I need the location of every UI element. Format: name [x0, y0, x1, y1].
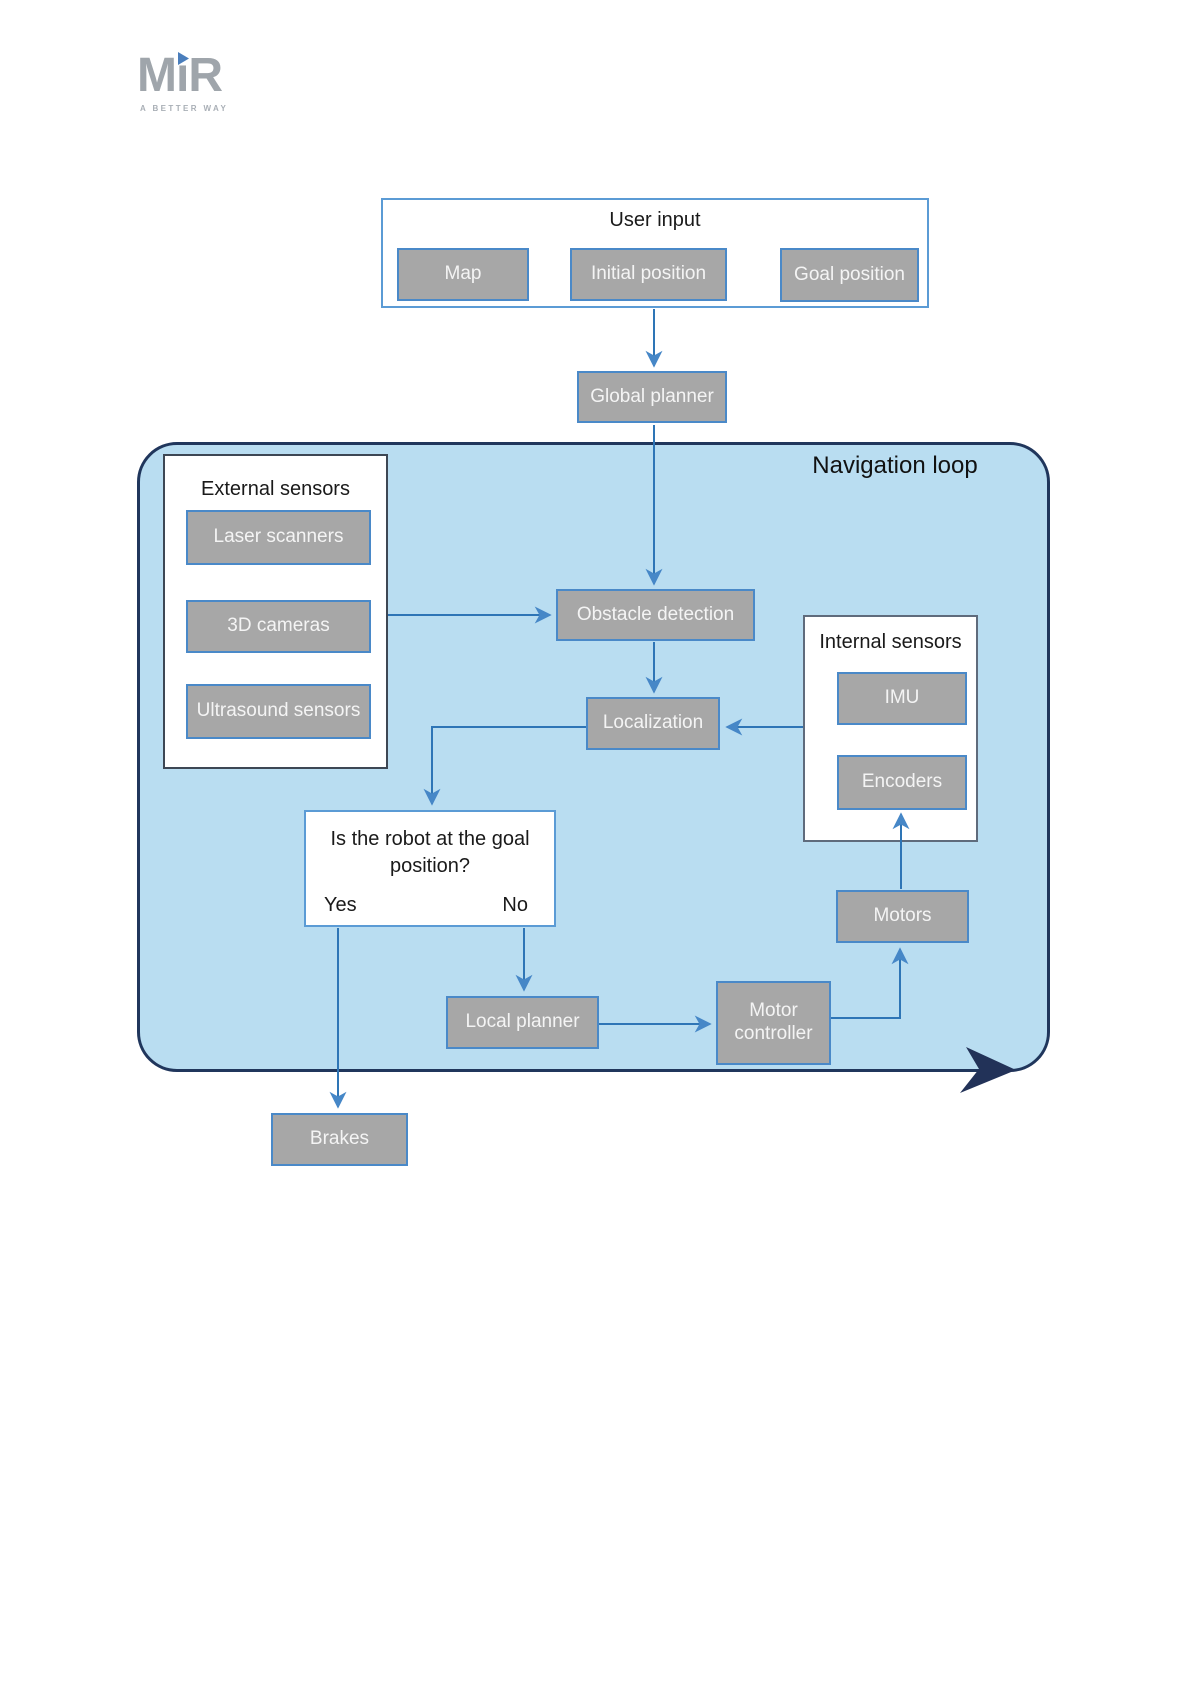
- node-motors: Motors: [836, 890, 969, 943]
- node-motor-controller: Motor controller: [716, 981, 831, 1065]
- node-laser-scanners: Laser scanners: [186, 510, 371, 565]
- logo-letter-r: R: [188, 49, 223, 102]
- node-localization: Localization: [586, 697, 720, 750]
- user-input-title: User input: [609, 209, 701, 231]
- node-ultrasound-sensors: Ultrasound sensors: [186, 684, 371, 739]
- node-encoders: Encoders: [837, 755, 967, 810]
- internal-sensors-title: Internal sensors: [819, 631, 962, 653]
- logo-tagline: A BETTER WAY: [140, 104, 229, 113]
- node-3d-cameras: 3D cameras: [186, 600, 371, 653]
- logo-triangle-icon: [177, 52, 189, 65]
- logo-letter-m: M: [137, 49, 177, 102]
- node-initial-position: Initial position: [570, 248, 727, 301]
- user-input-container: User input Map Initial position Goal pos…: [381, 198, 929, 308]
- node-brakes: Brakes: [271, 1113, 408, 1166]
- node-imu: IMU: [837, 672, 967, 725]
- internal-sensors-panel: Internal sensors IMU Encoders: [803, 615, 978, 842]
- node-map: Map: [397, 248, 529, 301]
- decision-question: Is the robot at the goal position?: [330, 828, 530, 877]
- navigation-loop-title: Navigation loop: [812, 452, 978, 479]
- logo-letter-i: ı: [175, 49, 189, 102]
- node-goal-position: Goal position: [780, 248, 919, 302]
- external-sensors-title: External sensors: [201, 478, 350, 500]
- decision-yes-label: Yes: [324, 894, 357, 916]
- node-local-planner: Local planner: [446, 996, 599, 1049]
- external-sensors-panel: External sensors Laser scanners 3D camer…: [163, 454, 388, 769]
- decision-box: Is the robot at the goal position? Yes N…: [304, 810, 556, 927]
- node-obstacle-detection: Obstacle detection: [556, 589, 755, 641]
- node-global-planner: Global planner: [577, 371, 727, 423]
- decision-no-label: No: [502, 894, 528, 916]
